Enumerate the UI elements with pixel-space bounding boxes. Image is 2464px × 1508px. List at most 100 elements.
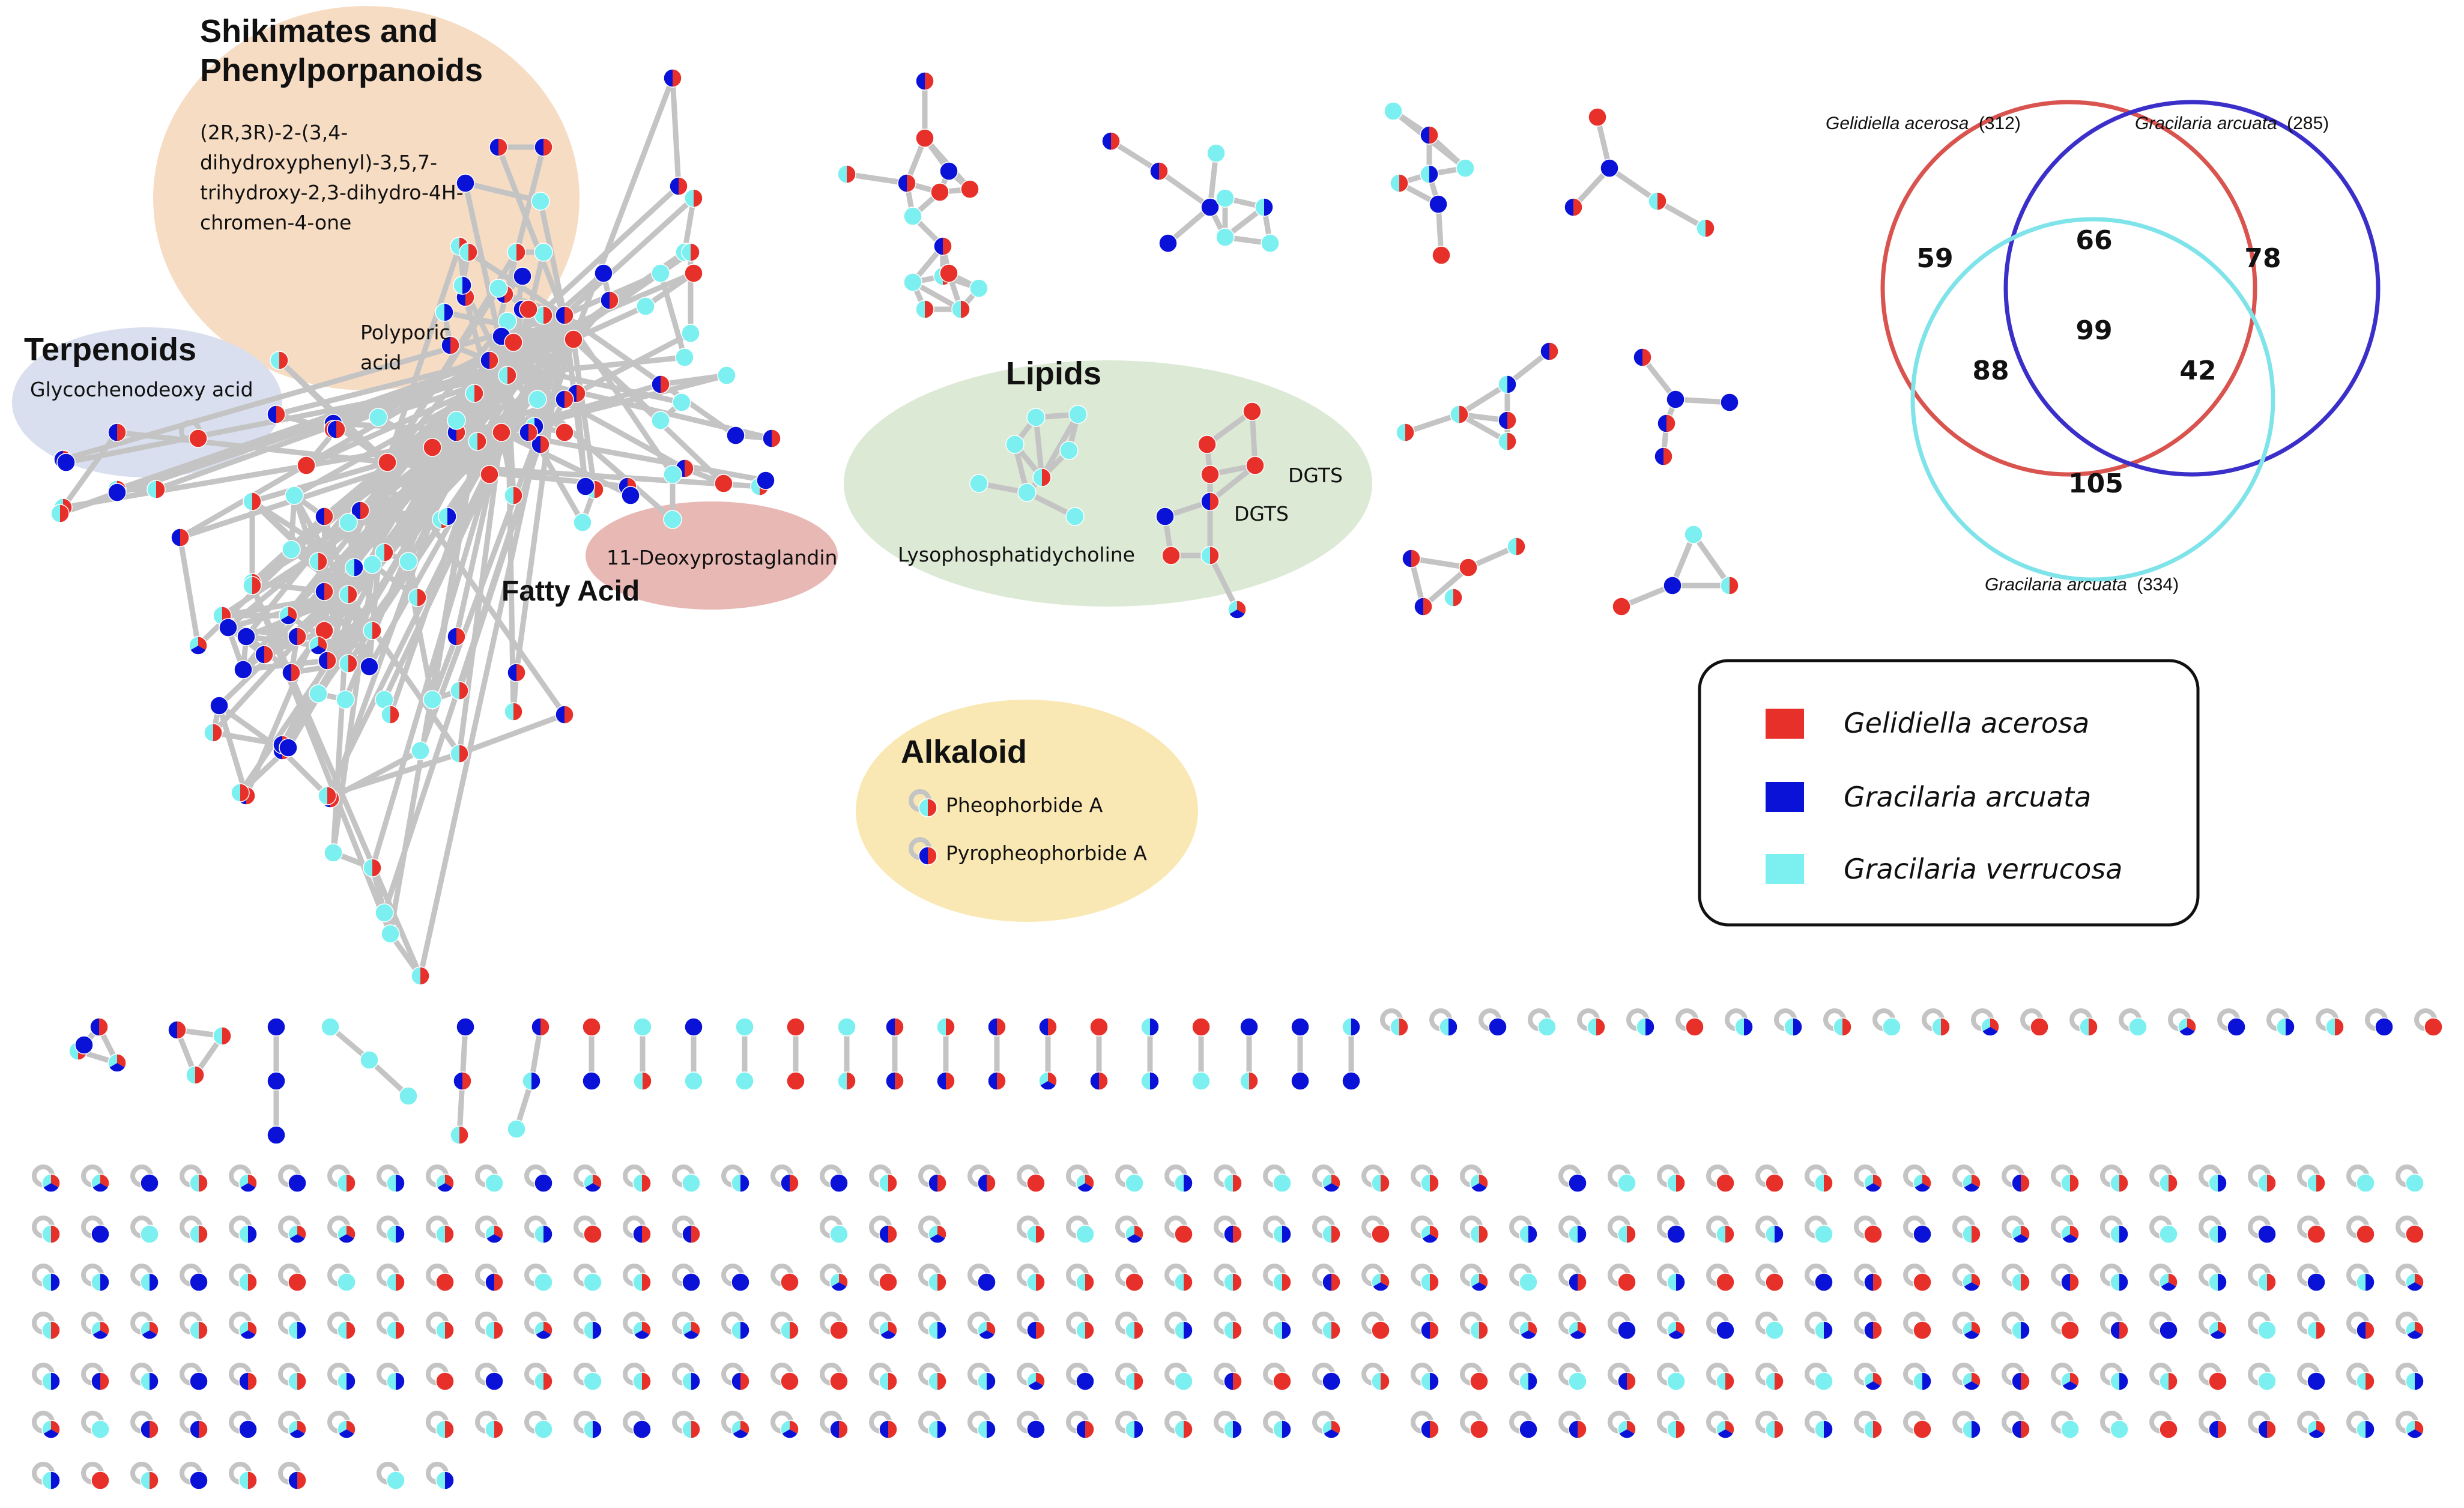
- node-slice: [1111, 132, 1120, 150]
- network-node: [480, 465, 499, 484]
- node-outline: [315, 582, 334, 601]
- node-slice: [2061, 1273, 2070, 1291]
- node-slice: [338, 1321, 347, 1339]
- node-slice: [2110, 1174, 2119, 1192]
- node-slice: [1564, 198, 1573, 216]
- node-slice: [372, 859, 381, 877]
- network-node: [297, 456, 316, 475]
- node-outline: [435, 1273, 455, 1292]
- network-node: [309, 684, 328, 703]
- node-outline: [56, 453, 76, 472]
- node-outline: [2011, 1273, 2030, 1292]
- node-slice: [1273, 1225, 1282, 1243]
- network-node: [2307, 1321, 2326, 1340]
- network-node: [50, 504, 70, 523]
- node-outline: [1089, 1071, 1109, 1091]
- node-slice: [288, 1273, 306, 1291]
- network-edge: [1207, 553, 1240, 613]
- node-outline: [375, 903, 394, 922]
- network-node: [1568, 1225, 1587, 1244]
- node-outline: [2405, 1372, 2424, 1391]
- node-slice: [2357, 1420, 2366, 1438]
- network-node: [879, 1420, 898, 1439]
- node-slice: [91, 1420, 109, 1438]
- node-slice: [1444, 589, 1453, 607]
- network-node: [731, 1372, 750, 1391]
- node-slice: [1282, 1321, 1291, 1339]
- node-slice: [1618, 1273, 1636, 1291]
- node-outline: [1962, 1372, 1981, 1391]
- node-outline: [1420, 1420, 1439, 1439]
- node-slice: [1027, 1420, 1045, 1438]
- network-node: [583, 1372, 602, 1391]
- network-node: [386, 1173, 405, 1193]
- node-slice: [577, 384, 586, 402]
- node-outline: [1101, 132, 1121, 151]
- network-node: [238, 1273, 258, 1292]
- network-node: [1636, 1017, 1655, 1037]
- node-slice: [888, 1225, 897, 1243]
- node-outline: [534, 1372, 553, 1391]
- network-node: [1038, 1017, 1058, 1037]
- node-slice: [42, 1321, 51, 1339]
- node-slice: [555, 423, 574, 441]
- node-slice: [411, 742, 429, 760]
- node-outline: [632, 1225, 652, 1244]
- node-outline: [453, 1071, 472, 1091]
- network-node: [504, 486, 523, 505]
- node-slice: [685, 459, 694, 477]
- node-slice: [1384, 102, 1402, 120]
- compound-label-deoxyprostaglandin: 11-Deoxyprostaglandin: [607, 546, 837, 569]
- node-outline: [829, 1372, 849, 1391]
- node-slice: [1048, 1018, 1057, 1036]
- node-slice: [1618, 1321, 1636, 1339]
- network-node: [1197, 435, 1217, 454]
- network-node: [1913, 1225, 1932, 1244]
- node-slice: [1716, 1174, 1734, 1192]
- node-slice: [1815, 1225, 1833, 1243]
- node-slice: [186, 1066, 195, 1084]
- network-node: [345, 558, 364, 577]
- network-node: [1420, 1173, 1439, 1193]
- node-outline: [879, 1372, 898, 1391]
- node-slice: [1667, 1273, 1676, 1291]
- node-slice: [248, 1273, 257, 1291]
- node-slice: [691, 1225, 700, 1243]
- node-outline: [140, 1372, 159, 1391]
- network-node: [1459, 558, 1478, 577]
- network-node: [636, 297, 655, 316]
- network-node: [1568, 1321, 1587, 1340]
- network-node: [1402, 549, 1421, 568]
- network-node: [1666, 1173, 1686, 1193]
- node-outline: [1666, 1321, 1686, 1340]
- node-slice: [1657, 414, 1666, 432]
- node-outline: [1588, 107, 1607, 127]
- node-slice: [516, 664, 525, 682]
- node-outline: [885, 1017, 904, 1037]
- node-slice: [970, 474, 988, 492]
- node-slice: [399, 553, 417, 571]
- node-outline: [399, 1086, 418, 1106]
- node-slice: [485, 1273, 494, 1291]
- node-slice: [1150, 1018, 1159, 1036]
- network-node: [1255, 198, 1274, 217]
- node-slice: [1134, 1321, 1143, 1339]
- node-slice: [2061, 1174, 2070, 1192]
- node-outline: [315, 507, 334, 526]
- node-slice: [1686, 1018, 1704, 1036]
- node-slice: [1964, 1183, 1979, 1193]
- node-slice: [60, 504, 69, 522]
- node-slice: [468, 432, 477, 450]
- node-outline: [1432, 246, 1451, 265]
- node-slice: [830, 1225, 848, 1243]
- node-slice: [1913, 1420, 1931, 1438]
- venn-circle-verrucosa: [1910, 217, 2275, 582]
- network-node: [1716, 1273, 1735, 1292]
- node-slice: [1150, 1072, 1159, 1090]
- node-outline: [2356, 1372, 2375, 1391]
- network-node: [189, 1321, 208, 1340]
- node-outline: [915, 129, 934, 148]
- node-slice: [288, 1321, 297, 1339]
- node-slice: [51, 1372, 60, 1390]
- node-slice: [1175, 1225, 1193, 1243]
